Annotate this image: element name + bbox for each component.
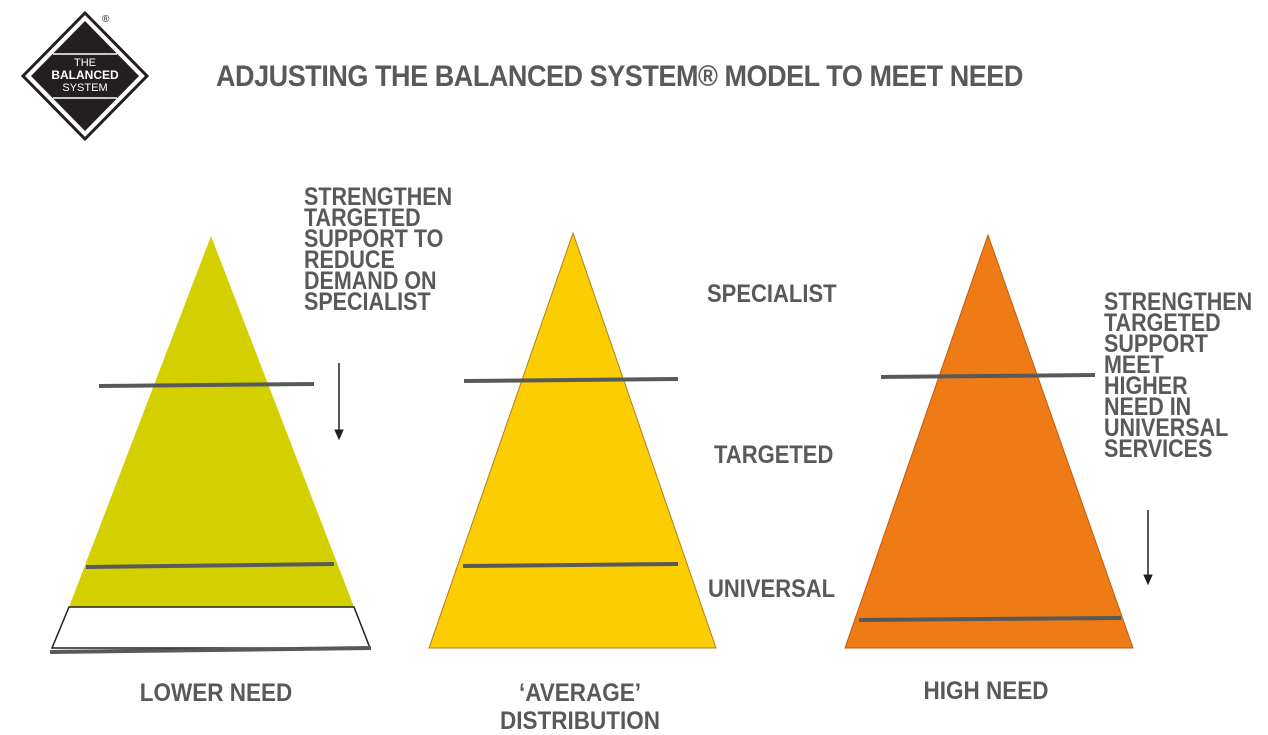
note-line: STRENGTHEN [304,183,453,211]
level-label-universal: UNIVERSAL [708,575,836,603]
balanced-system-logo: THE BALANCED SYSTEM ® [20,10,150,142]
level-label-targeted: TARGETED [714,441,834,469]
note-line: SPECIALIST [304,288,431,316]
caption-lower-need: LOWER NEED [139,679,293,707]
logo-line1: THE [74,57,96,69]
lower-need-top-divider [98,382,315,388]
lower-need-bottom-divider [85,562,335,569]
lower-need-white-base [50,606,372,649]
note-line: TARGETED [304,204,421,232]
note-line: STRENGTHEN [1104,288,1253,316]
caption-average-line2: DISTRIBUTION [499,707,661,735]
note-line: UNIVERSAL [1104,414,1229,442]
left-down-arrow [334,363,344,441]
average-bottom-divider [462,562,679,568]
note-line: NEED IN [1104,393,1192,421]
page-title: ADJUSTING THE BALANCED SYSTEM® MODEL TO … [216,60,1023,93]
high-need-bottom-divider [858,616,1122,622]
note-line: MEET [1104,351,1164,379]
high-need-top-divider [880,373,1096,379]
logo-line2: BALANCED [51,68,119,82]
note-line: REDUCE [304,246,395,274]
note-line: DEMAND ON [304,267,437,295]
note-lower-need: STRENGTHEN TARGETED SUPPORT TO REDUCE DE… [304,183,476,316]
high-need-pyramid [844,233,1134,649]
note-high-need: STRENGTHEN TARGETED SUPPORT MEET HIGHER … [1104,288,1253,463]
caption-high-need: HIGH NEED [923,677,1049,705]
logo-line3: SYSTEM [62,82,107,94]
note-line: HIGHER [1104,372,1188,400]
average-pyramid [428,231,717,649]
right-down-arrow [1143,510,1153,586]
note-line: SERVICES [1104,435,1213,463]
registered-mark: ® [102,14,110,25]
note-line: SUPPORT TO [304,225,444,253]
note-line: TARGETED [1104,309,1221,337]
average-top-divider [463,377,679,383]
caption-average-line1: ‘AVERAGE’ [518,679,642,707]
level-label-specialist: SPECIALIST [707,280,837,308]
lower-need-pyramid [69,236,354,607]
note-line: SUPPORT [1104,330,1208,358]
lower-need-base-line [49,646,372,654]
